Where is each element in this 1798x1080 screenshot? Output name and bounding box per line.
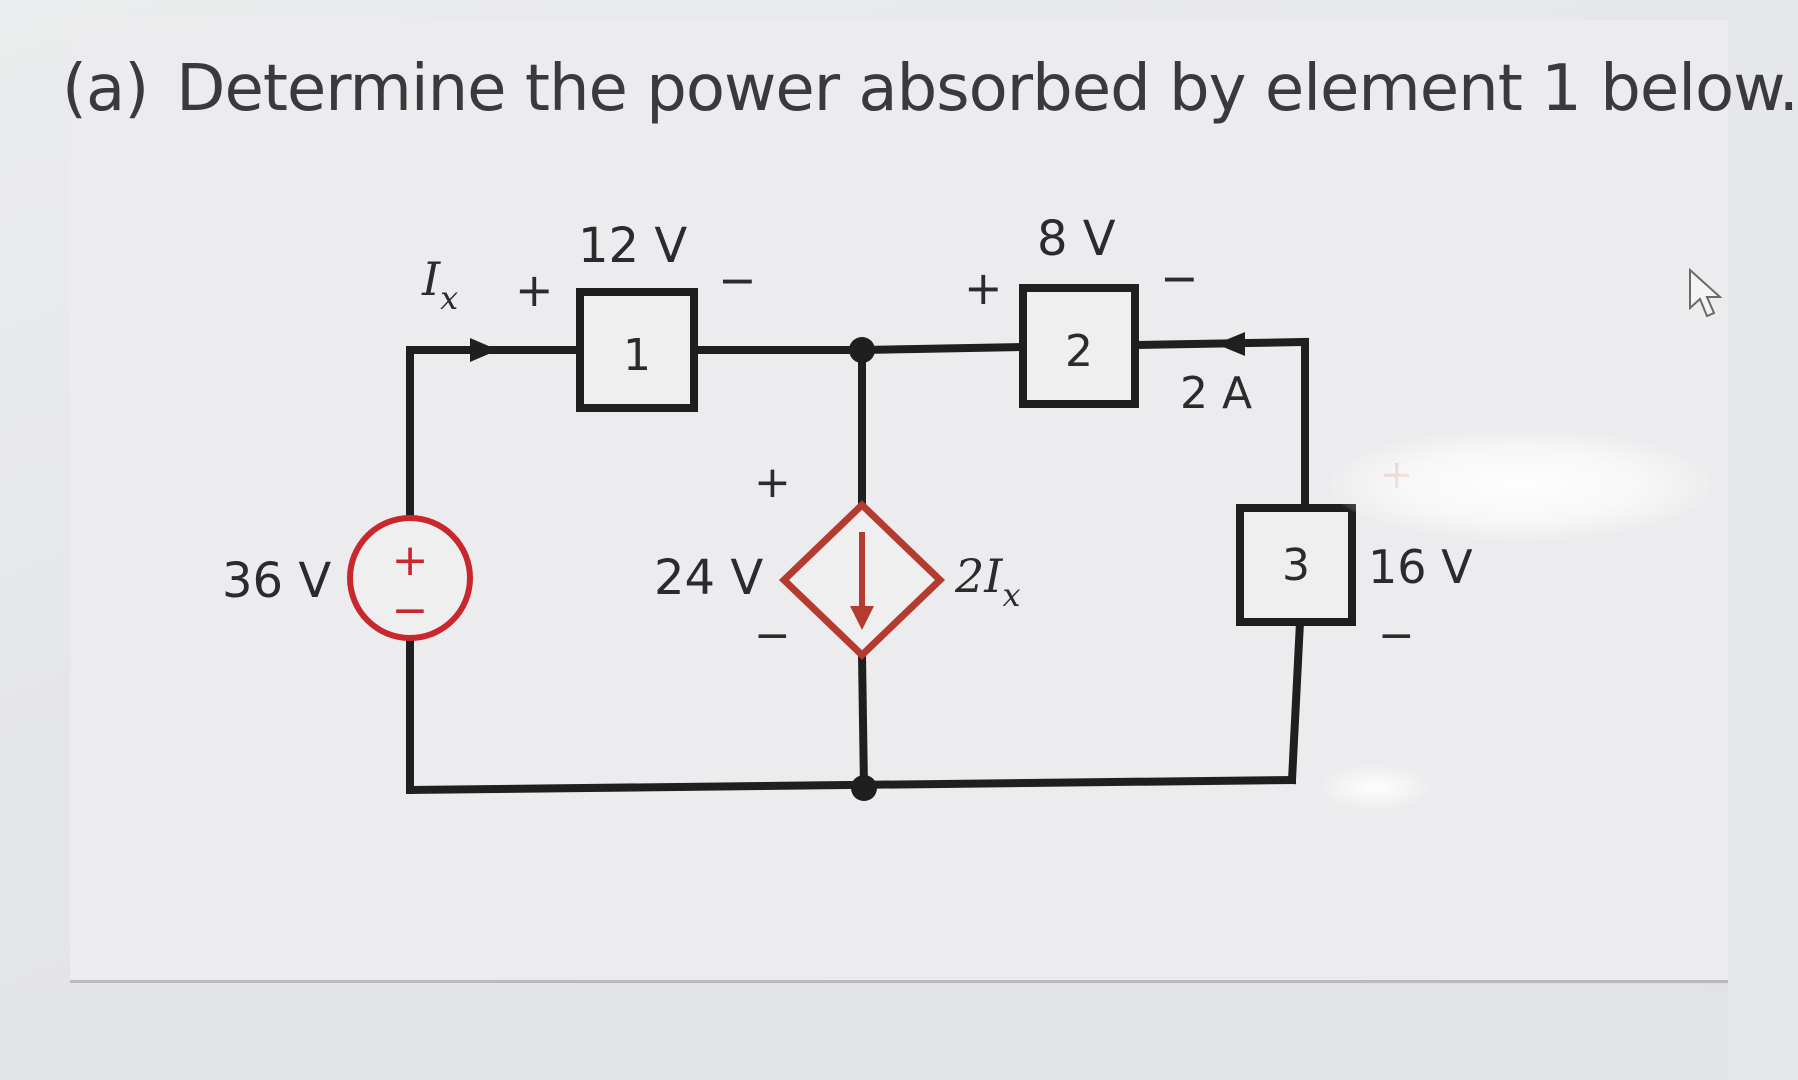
element-1-minus: −	[718, 253, 757, 307]
element-2-voltage: 8 V	[1037, 211, 1116, 267]
bottom-strip	[0, 985, 1728, 1080]
element-3-box	[1236, 504, 1356, 626]
source-minus-sign: −	[392, 585, 429, 636]
mouse-pointer-icon	[1688, 267, 1724, 324]
dependent-plus: +	[754, 457, 791, 508]
element-3-minus: −	[1378, 610, 1415, 661]
question-text: Determine the power absorbed by element …	[176, 52, 1798, 126]
wire-top-mid-right	[857, 342, 1028, 355]
current-2a-label: 2 A	[1180, 368, 1252, 419]
element-2-number: 2	[1065, 326, 1093, 377]
ix-arrow-icon	[470, 338, 498, 362]
down-arrow-icon	[850, 606, 874, 630]
element-3-voltage: 16 V	[1368, 540, 1473, 594]
ix-label: Ix	[421, 252, 458, 317]
screen-glare-small	[1320, 765, 1430, 810]
element-1-voltage: 12 V	[578, 218, 687, 274]
source-voltage: 36 V	[222, 553, 331, 609]
current-2a-arrow-icon	[1216, 332, 1245, 356]
wire-bottom	[405, 775, 1297, 795]
voltage-source-circle	[347, 515, 473, 641]
question-heading: (a) Determine the power absorbed by eleme…	[62, 52, 1798, 126]
element-1-box	[576, 288, 698, 412]
source-plus-sign: +	[392, 535, 429, 586]
element-1-number: 1	[623, 330, 651, 381]
element-2-minus: −	[1160, 251, 1199, 305]
dependent-minus: −	[754, 610, 791, 661]
element-2-box	[1019, 284, 1139, 408]
circuit-wires	[405, 337, 1310, 795]
screen-glare	[1330, 430, 1710, 540]
node-top-middle	[849, 337, 875, 363]
wire-mid-lower	[857, 650, 869, 793]
node-bottom-middle	[851, 775, 877, 801]
wire-right-lower	[1287, 617, 1305, 785]
element-2-plus: +	[964, 261, 1003, 315]
dependent-gain-label: 2Ix	[954, 549, 1021, 614]
question-part-label: (a)	[62, 52, 149, 126]
element-1-plus: +	[515, 263, 554, 317]
dependent-voltage: 24 V	[654, 550, 763, 606]
element-3-number: 3	[1282, 540, 1310, 591]
circuit-diagram: 1 2 3 + − Ix + − 12 V + − 8 V 2 A + 16 V…	[222, 211, 1473, 801]
